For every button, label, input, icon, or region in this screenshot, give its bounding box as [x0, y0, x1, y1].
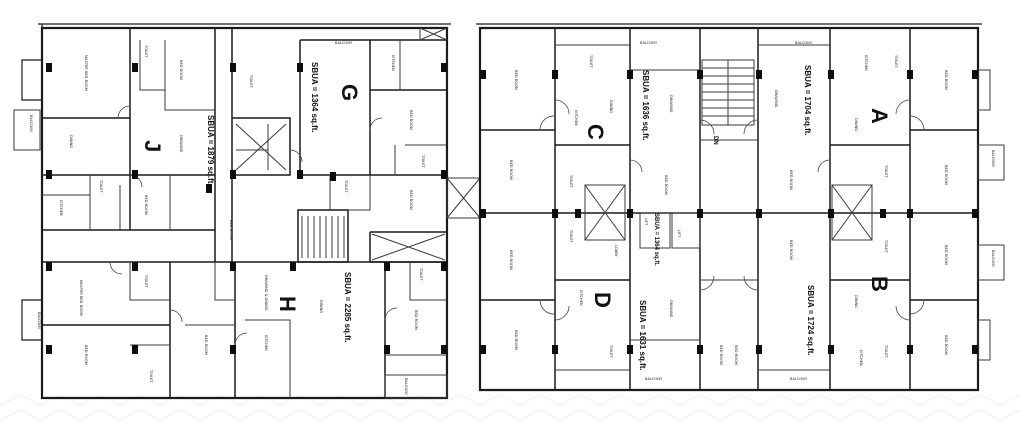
unit-area-a: SBUA = 1704 sq.ft.	[803, 65, 812, 136]
room-label: BALCONY	[790, 377, 808, 381]
room-label: DRAWING & DINING	[264, 275, 268, 311]
room-label: BED ROOM	[509, 160, 513, 180]
room-label: BED ROOM	[229, 220, 233, 240]
room-label: BED ROOM	[944, 245, 948, 265]
room-label: TOILET	[609, 344, 613, 358]
room-label: BED ROOM	[144, 195, 148, 215]
room-label: BED ROOM	[944, 165, 948, 185]
structural-columns-right	[480, 70, 978, 354]
room-label: BED ROOM	[509, 250, 513, 270]
room-label: BED ROOM	[514, 70, 518, 90]
unit-letter-g: G	[337, 84, 362, 101]
room-label: BALCONY	[37, 312, 41, 330]
structural-columns-left	[46, 63, 447, 354]
room-label: BED ROOM	[84, 345, 88, 365]
room-label: LIFT	[677, 230, 681, 238]
room-label: BALCONY	[29, 115, 33, 133]
room-label: TOILET	[884, 164, 888, 178]
room-label: BALCONY	[795, 41, 813, 45]
room-label: MASTER BED ROOM	[79, 280, 83, 316]
room-label: BALCONY	[645, 377, 663, 381]
room-label: KITCHEN	[579, 290, 583, 306]
unit-letter-b: B	[867, 276, 892, 292]
room-label: TOILET	[419, 267, 423, 281]
room-label: BALCONY	[640, 41, 658, 45]
stair-dn-label: DN	[712, 136, 718, 145]
room-label: TOILET	[589, 54, 593, 68]
unit-area-g: SBUA = 1364 sq.ft.	[310, 62, 319, 133]
unit-area-d: SBUA = 1631 sq.ft.	[638, 300, 647, 371]
room-label: BED ROOM	[734, 345, 738, 365]
unit-letter-d: D	[590, 292, 615, 308]
room-label: DINING	[69, 135, 73, 148]
room-label: TOILET	[894, 54, 898, 68]
room-label: KITCHEN	[864, 55, 868, 71]
room-label: TOILET	[884, 344, 888, 358]
unit-letter-h: H	[275, 296, 300, 312]
unit-letter-c: C	[583, 124, 608, 140]
room-label: DRAWING	[179, 135, 183, 153]
unit-letter-a: A	[867, 108, 892, 124]
room-label: BED ROOM	[789, 170, 793, 190]
room-label: KITCHEN	[859, 350, 863, 366]
room-labels: MASTER BED ROOM BED ROOM TOILET DINING D…	[29, 41, 995, 396]
room-label: BED ROOM	[179, 60, 183, 80]
unit-annotations: G SBUA = 1364 sq.ft. J SBUA = 1879 sq.ft…	[140, 62, 892, 371]
room-label: TOILET	[884, 239, 888, 253]
room-label: BED ROOM	[414, 310, 418, 330]
room-label: BED ROOM	[409, 110, 413, 130]
room-label: KITCHEN	[264, 335, 268, 351]
room-label: TOILET	[569, 174, 573, 188]
room-label: BALCONY	[404, 378, 408, 396]
room-label: TOILET	[144, 44, 148, 58]
room-label: BED ROOM	[944, 335, 948, 355]
room-label: BED ROOM	[204, 335, 208, 355]
room-label: LOBBY	[614, 245, 618, 257]
room-label: DINING	[609, 100, 613, 113]
room-label: KITCHEN	[391, 55, 395, 71]
room-label: KITCHEN	[59, 200, 63, 216]
room-label: DRAWING	[669, 95, 673, 113]
room-label: KITCHEN	[574, 110, 578, 126]
unit-area-c: SBUA = 1636 sq.ft.	[641, 70, 650, 141]
room-label: LIFT	[644, 218, 648, 226]
room-label: BALCONY	[991, 150, 995, 168]
left-building	[13, 23, 451, 400]
room-label: TOILET	[99, 179, 103, 193]
room-label: DINING	[854, 118, 858, 131]
room-label: TOILET	[421, 154, 425, 168]
unit-letter-j: J	[140, 140, 165, 152]
room-label: DRAWING	[774, 90, 778, 108]
room-label: TOILET	[569, 229, 573, 243]
room-label: BED ROOM	[664, 175, 668, 195]
room-label: BED ROOM	[944, 70, 948, 90]
room-label: TOILET	[144, 274, 148, 288]
room-label: BED ROOM	[789, 240, 793, 260]
unit-area-b: SBUA = 1724 sq.ft.	[806, 285, 815, 356]
room-label: TOILET	[249, 74, 253, 88]
room-label: TOILET	[149, 369, 153, 383]
room-label: DINING	[319, 300, 323, 313]
unit-area-j: SBUA = 1879 sq.ft.	[206, 115, 215, 186]
small-area-label: SBUA = 1364 sq.ft.	[653, 213, 659, 266]
room-label: BALCONY	[335, 41, 353, 45]
room-label: BED ROOM	[409, 190, 413, 210]
room-label: BALCONY	[991, 250, 995, 268]
unit-area-h: SBUA = 2285 sq.ft.	[343, 272, 352, 343]
room-label: MASTER BED ROOM	[84, 55, 88, 91]
right-building	[476, 23, 1005, 392]
room-label: DINING	[854, 295, 858, 308]
background-pattern	[0, 394, 1021, 421]
connector-passage	[446, 177, 481, 219]
room-label: TOILET	[344, 179, 348, 193]
room-label: DRAWING	[669, 300, 673, 318]
room-label: BED ROOM	[514, 330, 518, 350]
room-label: BED ROOM	[719, 345, 723, 365]
